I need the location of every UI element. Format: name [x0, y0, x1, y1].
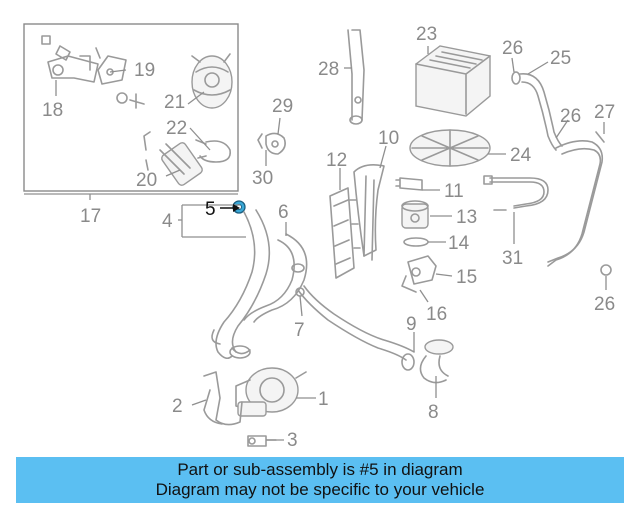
- callout-26-mid: 26: [560, 106, 581, 127]
- callout-23: 23: [416, 24, 437, 45]
- callout-1: 1: [318, 389, 329, 410]
- inset-small-hose: [143, 131, 151, 171]
- part-14-gasket: [403, 237, 429, 247]
- callout-15: 15: [456, 267, 477, 288]
- info-banner: Part or sub-assembly is #5 in diagram Di…: [16, 457, 624, 503]
- part-28-rod: [347, 29, 365, 125]
- part-11-fitting: [395, 177, 423, 191]
- callout-27: 27: [594, 102, 615, 123]
- callout-25: 25: [550, 48, 571, 69]
- banner-line-1: Part or sub-assembly is #5 in diagram: [177, 460, 463, 479]
- part-1-air-pump: [235, 367, 307, 417]
- callout-12: 12: [326, 150, 347, 171]
- callout-14: 14: [448, 233, 470, 254]
- part-6-hose: [243, 233, 308, 323]
- part-27-line: [547, 131, 612, 276]
- part-24-filter-disk: [409, 129, 491, 167]
- callout-4: 4: [162, 211, 173, 232]
- part-7-pipe: [295, 285, 415, 361]
- callout-10: 10: [378, 128, 399, 149]
- part-31-sensor-cable: [483, 175, 549, 211]
- callout-11: 11: [444, 181, 464, 202]
- callout-21: 21: [164, 92, 185, 113]
- part-13-valve: [401, 200, 429, 229]
- callout-16: 16: [426, 304, 447, 325]
- callout-26-bottom: 26: [594, 294, 615, 315]
- banner-line-2: Diagram may not be specific to your vehi…: [155, 480, 485, 499]
- callout-6: 6: [278, 202, 289, 223]
- part-29-30-fitting: [257, 132, 286, 155]
- callout-8: 8: [428, 402, 439, 423]
- part-5-leader-arrow: [233, 204, 240, 212]
- callout-20: 20: [136, 170, 157, 191]
- callout-7: 7: [294, 320, 305, 341]
- callout-5: 5: [205, 199, 216, 220]
- part-4-hose: [211, 209, 271, 360]
- callout-28: 28: [318, 59, 339, 80]
- part-23-canister: [415, 45, 491, 117]
- parts-diagram: 1 2 3 4 5 6 7 8 9 10 11 12 13 14 15 16 1…: [23, 23, 615, 451]
- callout-30: 30: [252, 168, 273, 189]
- part-8-9-elbow: [401, 339, 454, 384]
- callout-17: 17: [80, 206, 101, 227]
- part-25-hose: [511, 71, 563, 151]
- inset-pump-part-21: [191, 53, 233, 109]
- part-10-manifold: [349, 164, 385, 261]
- callout-29: 29: [272, 96, 293, 117]
- part-12-heat-shield: [329, 187, 355, 279]
- callout-3: 3: [287, 430, 298, 451]
- callout-9: 9: [406, 314, 417, 335]
- callout-26-top: 26: [502, 38, 523, 59]
- inset-clamp-bracket-part-18: [41, 35, 101, 83]
- part-15-16-bracket: [401, 255, 437, 293]
- inset-bracket: [24, 193, 238, 200]
- callout-2: 2: [172, 396, 183, 417]
- callout-31: 31: [502, 248, 523, 269]
- callout-13: 13: [456, 207, 477, 228]
- part-2-bracket: [203, 371, 243, 426]
- inset-box: [23, 23, 239, 192]
- callout-19: 19: [134, 60, 155, 81]
- inset-hose-part-22: [195, 139, 232, 163]
- part-3-sensor: [247, 435, 277, 447]
- inset-filter-part-20: [159, 142, 203, 186]
- callout-24: 24: [510, 145, 532, 166]
- callout-22: 22: [166, 118, 187, 139]
- callout-18: 18: [42, 100, 63, 121]
- leader-lines: [55, 46, 607, 441]
